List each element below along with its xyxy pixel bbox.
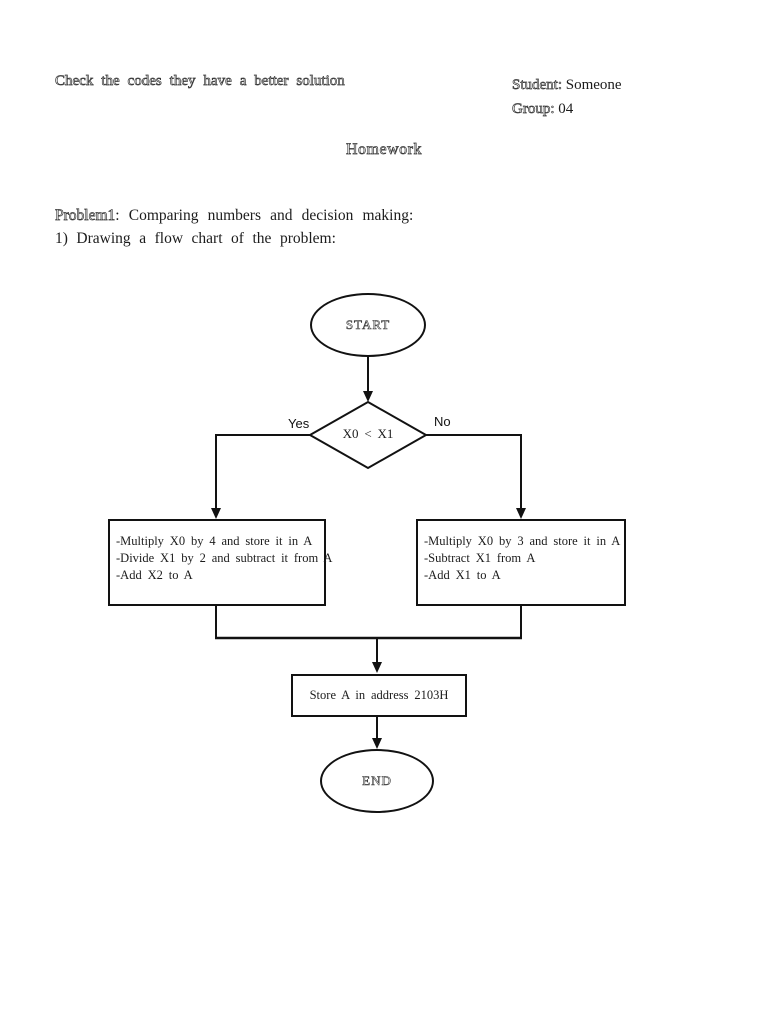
no-process-box: -Multiply X0 by 3 and store it in A -Sub… <box>416 519 626 606</box>
process-step: -Divide X1 by 2 and subtract it from A <box>116 551 333 565</box>
decision-diamond <box>307 400 429 470</box>
problem-text: : Comparing numbers and decision making: <box>115 207 414 224</box>
end-node: END <box>320 749 434 813</box>
arrowhead-to-decision <box>363 391 373 402</box>
yes-branch-line <box>215 434 310 510</box>
step-line: 1) Drawing a flow chart of the problem: <box>55 230 336 247</box>
student-group-block: Student: Someone Group: 04 <box>512 73 622 121</box>
arrowhead-to-end <box>372 738 382 749</box>
process-step: -Add X1 to A <box>424 568 501 582</box>
store-label: Store A in address 2103H <box>309 688 449 702</box>
yes-branch-label: Yes <box>288 416 310 431</box>
arrowhead-to-store-box <box>372 662 382 673</box>
decision-condition: X0 < X1 <box>342 426 394 441</box>
process-step: -Multiply X0 by 3 and store it in A <box>424 534 621 548</box>
group-line: Group: 04 <box>512 97 622 121</box>
yes-process-box: -Multiply X0 by 4 and store it in A -Div… <box>108 519 333 606</box>
group-value: 04 <box>558 101 574 117</box>
page-title: Homework <box>346 141 422 159</box>
no-branch-line <box>426 434 522 510</box>
student-line: Student: Someone <box>512 73 622 97</box>
student-label: Student: <box>512 77 563 94</box>
problem-heading: Problem1: Comparing numbers and decision… <box>55 207 414 225</box>
student-value: Someone <box>565 77 622 93</box>
group-label: Group: <box>512 101 555 118</box>
arrowhead-to-left-box <box>211 508 221 519</box>
process-step: -Add X2 to A <box>116 568 193 582</box>
no-branch-label: No <box>434 414 451 429</box>
start-node: START <box>310 293 426 357</box>
end-label: END <box>362 773 392 789</box>
process-step: -Subtract X1 from A <box>424 551 536 565</box>
store-process-box: Store A in address 2103H <box>291 674 467 717</box>
start-label: START <box>345 317 391 333</box>
problem-label: Problem1 <box>55 207 116 225</box>
arrowhead-to-right-box <box>516 508 526 519</box>
process-step: -Multiply X0 by 4 and store it in A <box>116 534 313 548</box>
header-note: Check the codes they have a better solut… <box>55 73 345 90</box>
